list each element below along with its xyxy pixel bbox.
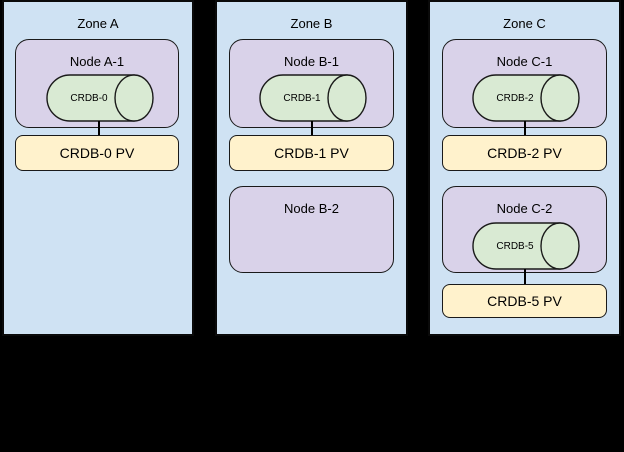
cylinder-body	[472, 222, 561, 270]
node-c1-label: Node C-1	[496, 54, 553, 69]
crdb-2-cylinder	[471, 74, 581, 122]
cylinder-body	[46, 74, 135, 122]
node-b1-label: Node B-1	[284, 54, 339, 69]
cylinder-cap	[540, 74, 580, 122]
node-c2-label: Node C-2	[496, 201, 553, 216]
connector-a	[98, 121, 100, 135]
crdb-1-pv-label: CRDB-1 PV	[274, 145, 349, 161]
crdb-0-cylinder	[45, 74, 155, 122]
crdb-1-pv-box: CRDB-1 PV	[229, 135, 394, 171]
crdb-5-pv-label: CRDB-5 PV	[487, 293, 562, 309]
crdb-5-cylinder	[471, 222, 581, 270]
zone-a-label: Zone A	[77, 16, 119, 31]
crdb-1-cylinder	[258, 74, 368, 122]
node-b2-label: Node B-2	[284, 201, 339, 216]
crdb-2-pv-label: CRDB-2 PV	[487, 145, 562, 161]
database-cylinder-icon	[259, 74, 367, 122]
node-b2-box: Node B-2	[229, 186, 394, 273]
crdb-0-pv-label: CRDB-0 PV	[59, 145, 135, 161]
database-cylinder-icon	[472, 222, 580, 270]
zone-c-label: Zone C	[503, 16, 546, 31]
node-a1-label: Node A-1	[69, 54, 125, 69]
connector-c2	[524, 269, 526, 284]
crdb-0-pv-box: CRDB-0 PV	[15, 135, 179, 171]
cylinder-cap	[114, 74, 154, 122]
zone-b-label: Zone B	[290, 16, 333, 31]
crdb-5-label: CRDB-5	[496, 240, 534, 252]
cylinder-cap	[327, 74, 367, 122]
crdb-2-label: CRDB-2	[496, 92, 534, 104]
crdb-0-label: CRDB-0	[70, 92, 108, 104]
cylinder-body	[472, 74, 561, 122]
cylinder-cap	[540, 222, 580, 270]
crdb-1-label: CRDB-1	[283, 92, 321, 104]
database-cylinder-icon	[46, 74, 154, 122]
crdb-5-pv-box: CRDB-5 PV	[442, 284, 607, 318]
connector-b	[311, 121, 313, 135]
cylinder-body	[259, 74, 348, 122]
database-cylinder-icon	[472, 74, 580, 122]
crdb-2-pv-box: CRDB-2 PV	[442, 135, 607, 171]
connector-c1	[524, 121, 526, 135]
